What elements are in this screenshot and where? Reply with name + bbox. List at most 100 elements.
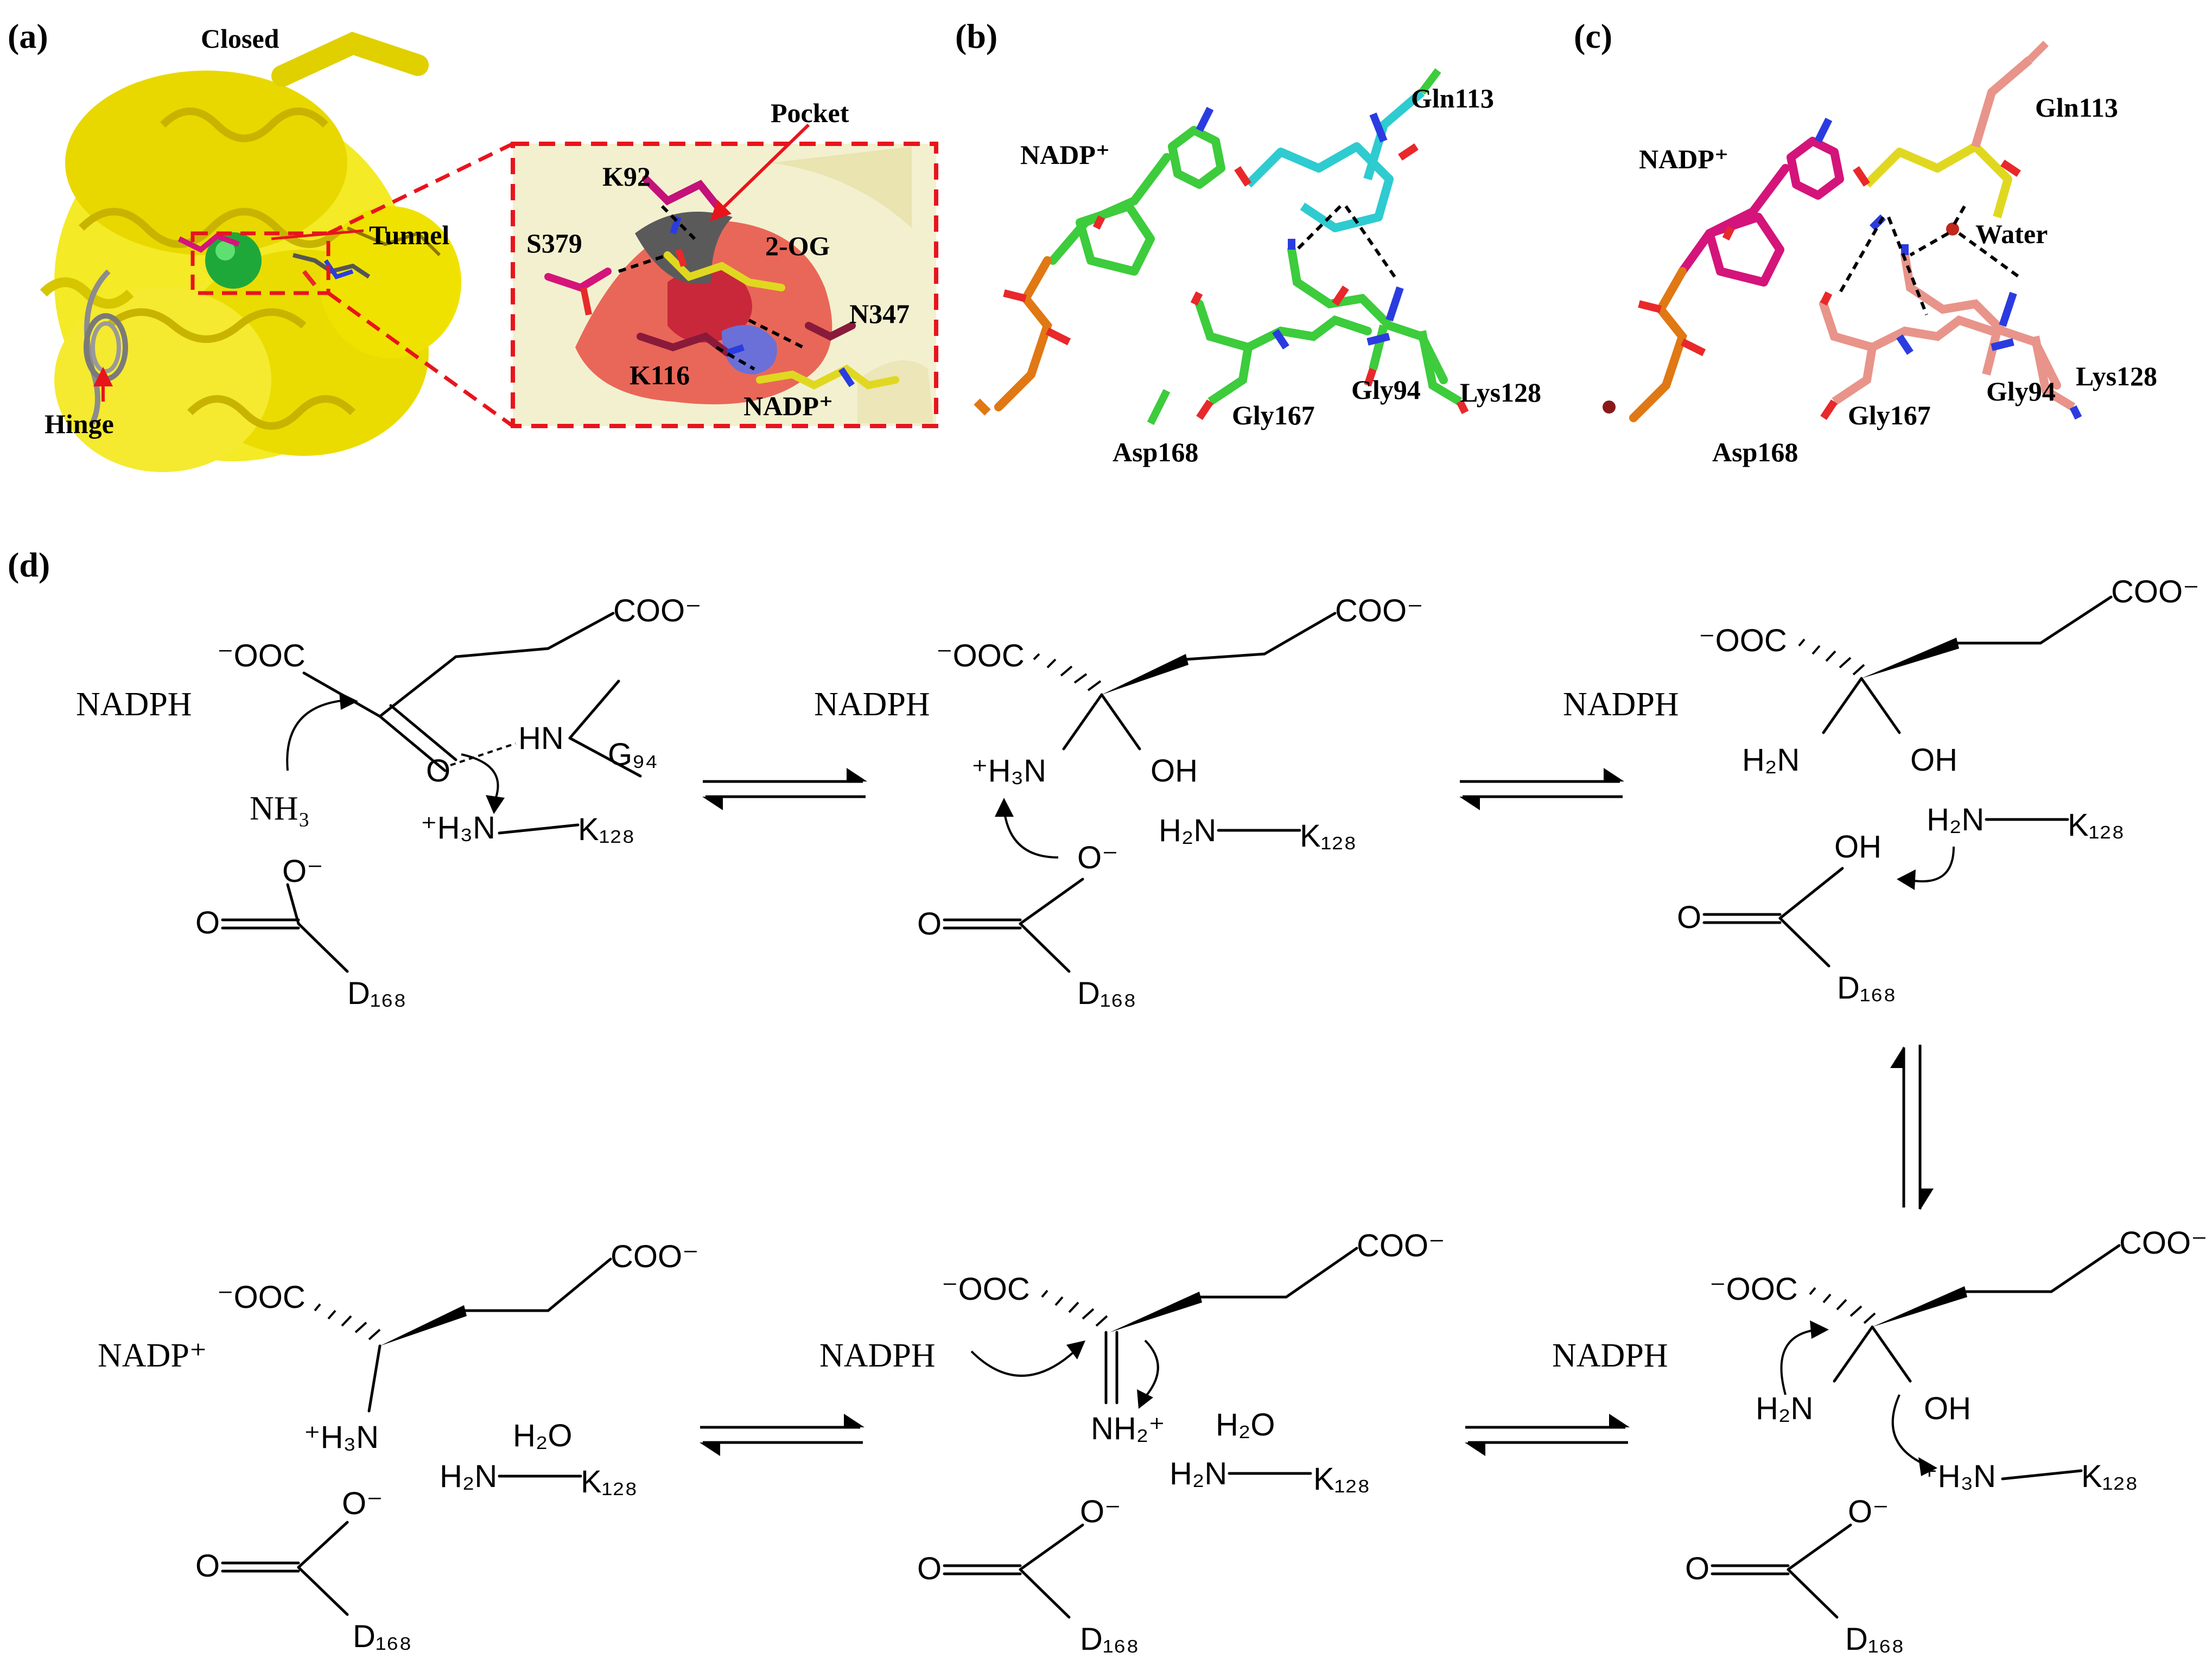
residue-label-gly94-c: Gly94 <box>1986 376 2056 406</box>
panel-c: (c) NADP⁺ <box>1574 17 2157 467</box>
amide-label: HN <box>518 721 564 756</box>
mechanism-step-4: NADP⁺ ⁻OOC COO⁻ ⁺H₃N H₂O H₂N K₁₂₈ O⁻ O D… <box>98 1239 699 1654</box>
equilibrium-arrow-4 <box>1465 1414 1630 1456</box>
oxygen-label: O <box>1685 1551 1709 1586</box>
equilibrium-arrow-3 <box>700 1414 865 1456</box>
carboxylate-label: ⁻OOC <box>1699 623 1787 658</box>
nadp-sticks-b <box>974 106 1225 416</box>
nadp-label-c: NADP⁺ <box>1639 144 1728 174</box>
amine-label: H₂N <box>1742 742 1800 778</box>
pocket-label: Pocket <box>771 98 849 128</box>
carboxylate-label: ⁻OOC <box>217 638 306 673</box>
gln113-sticks-c <box>1853 41 2049 231</box>
lys128-gly94-sticks-c <box>1900 244 2082 420</box>
carboxylate-label: ⁻OOC <box>1709 1272 1798 1307</box>
equilibrium-arrow-2 <box>1459 768 1624 810</box>
water-label: Water <box>1975 219 2048 249</box>
carboxylate-label: COO⁻ <box>613 593 702 628</box>
amine-label: H₂N <box>1756 1391 1813 1426</box>
amine-label: H₂N <box>1927 802 1984 837</box>
hinge-label: Hinge <box>45 409 114 439</box>
nadp-label-a: NADP⁺ <box>743 391 833 421</box>
cofactor-label: NADPH <box>1563 686 1679 723</box>
water-label: H₂O <box>513 1418 573 1453</box>
label-2-og: 2-OG <box>765 231 830 261</box>
panel-a: (a) Closed <box>8 17 938 472</box>
nadp-label-b: NADP⁺ <box>1020 139 1110 170</box>
residue-label-gly94-b: Gly94 <box>1351 374 1421 405</box>
cofactor-label: NADPH <box>1552 1337 1668 1374</box>
residue-label-n347: N347 <box>849 298 910 329</box>
residue-label-lys128-b: Lys128 <box>1460 377 1541 408</box>
residue-label-gly167-c: Gly167 <box>1848 400 1931 430</box>
ammonium-label: ⁺H₃N <box>304 1420 379 1455</box>
carboxylate-label: COO⁻ <box>1357 1228 1445 1263</box>
iminium-label: NH₂⁺ <box>1091 1411 1165 1446</box>
mechanism-step-6: NADPH ⁻OOC COO⁻ H₂N OH ⁺H₃N K₁₂₈ O⁻ O D₁… <box>1552 1225 2208 1657</box>
oxyanion-label: O⁻ <box>342 1486 383 1521</box>
residue-label-s379: S379 <box>526 228 582 258</box>
residue-label: D₁₆₈ <box>1077 976 1136 1011</box>
mechanism-step-5: NADPH ⁻OOC COO⁻ NH₂⁺ H₂O H₂N K₁₂₈ O⁻ O D… <box>819 1228 1445 1657</box>
residue-label: D₁₆₈ <box>1837 970 1896 1006</box>
hydroxyl-label: OH <box>1910 742 1957 778</box>
residue-label: K₁₂₈ <box>1313 1461 1370 1497</box>
amine-label: H₂N <box>440 1459 497 1494</box>
cofactor-label: NADPH <box>814 686 930 723</box>
carboxylate-label: COO⁻ <box>1335 593 1423 628</box>
residue-label: D₁₆₈ <box>353 1619 412 1654</box>
ammonium-label: ⁺H₃N <box>1921 1459 1996 1494</box>
ammonium-label: ⁺H₃N <box>971 753 1046 789</box>
oxyanion-label: O⁻ <box>282 854 323 889</box>
residue-label: K₁₂₈ <box>578 812 635 847</box>
hydroxyl-label: OH <box>1924 1391 1971 1426</box>
oxygen-label: O <box>917 1551 942 1586</box>
zoom-source-box <box>190 231 330 295</box>
water-label: H₂O <box>1216 1407 1275 1442</box>
residue-label-asp168-c: Asp168 <box>1712 437 1798 467</box>
cofactor-label: NADPH <box>819 1337 936 1374</box>
residue-label: K₁₂₈ <box>2068 808 2125 843</box>
water-molecule-icon <box>1946 223 1959 236</box>
pocket-zoom-view <box>511 123 938 428</box>
gln113-sticks-b <box>1234 68 1441 232</box>
residue-label-k116: K116 <box>630 360 690 390</box>
panel-a-label: (a) <box>8 17 48 55</box>
residue-label: D₁₆₈ <box>1845 1622 1904 1657</box>
tunnel-label: Tunnel <box>369 220 449 250</box>
residue-label: K₁₂₈ <box>581 1464 638 1499</box>
oxygen-label: O <box>195 1548 220 1584</box>
ammonia-label: NH₃ <box>250 790 310 827</box>
residue-label-asp168-b: Asp168 <box>1113 437 1198 467</box>
residue-label: K₁₂₈ <box>2081 1459 2138 1494</box>
equilibrium-arrow-1 <box>702 768 867 810</box>
oxyanion-label: O⁻ <box>1848 1494 1889 1529</box>
panel-b-label: (b) <box>955 17 997 55</box>
residue-label: K₁₂₈ <box>1300 818 1357 854</box>
carboxylate-label: COO⁻ <box>2119 1225 2208 1261</box>
panel-d-label: (d) <box>8 545 50 584</box>
residue-label-k92: K92 <box>602 161 651 192</box>
hydroxyl-label: OH <box>1151 753 1198 789</box>
residue-label: D₁₆₈ <box>347 976 406 1011</box>
nadp-sticks-c <box>1603 117 1844 422</box>
carboxylate-label: ⁻OOC <box>217 1280 306 1315</box>
cofactor-label: NADP⁺ <box>98 1337 207 1374</box>
carboxylate-label: ⁻OOC <box>942 1272 1030 1307</box>
carboxylate-label: ⁻OOC <box>936 638 1025 673</box>
gly167-asp168-sticks-c <box>1819 291 2014 420</box>
lys128-gly94-sticks-b <box>1287 239 1469 415</box>
mechanism-step-2: NADPH ⁻OOC COO⁻ ⁺H₃N OH H₂N K₁₂₈ O⁻ O D₁… <box>814 593 1423 1011</box>
oxygen-label: O <box>426 753 450 789</box>
mechanism-step-1: NADPH ⁻OOC COO⁻ O HN G₉₄ NH₃ ⁺H₃N K₁₂₈ O… <box>76 593 702 1011</box>
amine-label: H₂N <box>1159 813 1216 848</box>
cofactor-label: NADPH <box>76 686 192 723</box>
residue-label-lys128-c: Lys128 <box>2076 361 2157 391</box>
oxygen-label: O <box>917 906 942 942</box>
panel-c-label: (c) <box>1574 17 1612 55</box>
residue-label: D₁₆₈ <box>1080 1622 1139 1657</box>
hydroxyl-label: OH <box>1834 829 1882 865</box>
panel-b: (b) NADP⁺ <box>955 17 1541 467</box>
residue-label-gln113-c: Gln113 <box>2035 92 2118 123</box>
oxyanion-label: O⁻ <box>1080 1494 1121 1529</box>
